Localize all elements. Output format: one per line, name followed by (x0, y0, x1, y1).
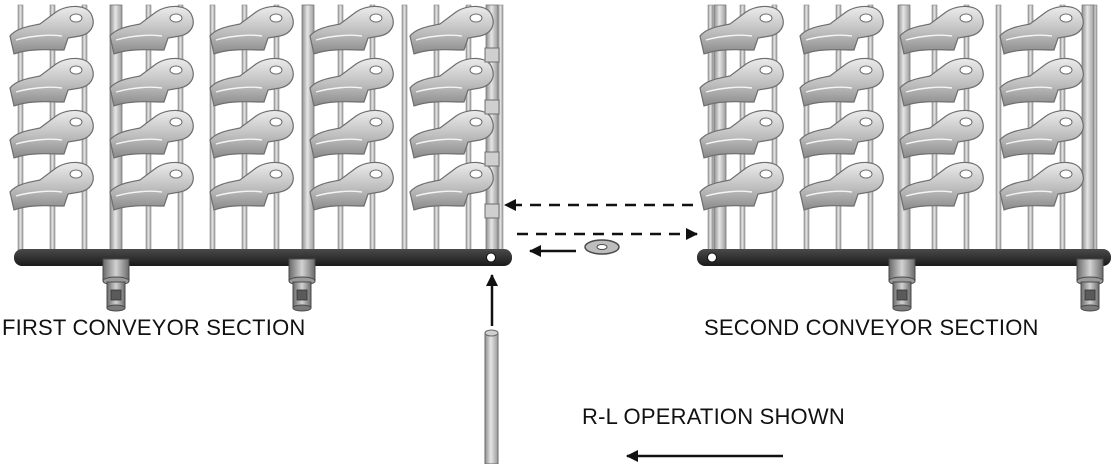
hub (288, 258, 316, 312)
hub (1076, 258, 1104, 312)
link-segment (9, 161, 94, 211)
end-cap (484, 151, 500, 167)
link-segment (209, 109, 294, 159)
link-segment (899, 5, 984, 55)
link-segment (309, 109, 394, 159)
link-segment (799, 109, 884, 159)
link-segment (109, 5, 194, 55)
link-segment (999, 109, 1084, 159)
first-section-label: FIRST CONVEYOR SECTION (2, 315, 306, 340)
link-segment (799, 161, 884, 211)
link-segment (899, 57, 984, 107)
link-segment (699, 57, 784, 107)
link-segment (799, 5, 884, 55)
bar-hole (486, 252, 496, 263)
second-section-label: SECOND CONVEYOR SECTION (704, 315, 1039, 340)
hub (888, 258, 916, 312)
first-conveyor-section (9, 4, 512, 312)
link-segment (209, 161, 294, 211)
link-segment (699, 5, 784, 55)
link-segment (799, 57, 884, 107)
link-segment (699, 161, 784, 211)
link-segment (9, 5, 94, 55)
connecting-pin (484, 329, 499, 464)
link-segment (309, 161, 394, 211)
rod (401, 4, 408, 251)
link-segment (109, 161, 194, 211)
link-segment (999, 5, 1084, 55)
upright (1081, 4, 1095, 254)
end-cap (484, 203, 500, 219)
bar-hole (707, 252, 717, 263)
link-segment (409, 161, 494, 211)
link-segment (109, 57, 194, 107)
end-cap (484, 99, 500, 115)
side-bar (14, 249, 512, 266)
second-conveyor-section (697, 4, 1111, 312)
washer (584, 239, 620, 255)
link-segment (309, 57, 394, 107)
rod (995, 4, 1002, 251)
link-segment (899, 161, 984, 211)
link-segment (209, 57, 294, 107)
link-segment (899, 109, 984, 159)
link-segment (409, 5, 494, 55)
link-segment (9, 57, 94, 107)
side-bar (697, 249, 1111, 266)
link-segment (999, 161, 1084, 211)
operation-label: R-L OPERATION SHOWN (582, 404, 845, 429)
link-segment (209, 5, 294, 55)
link-segment (9, 109, 94, 159)
link-segment (999, 57, 1084, 107)
hub (102, 258, 130, 312)
link-segment (309, 5, 394, 55)
link-segment (109, 109, 194, 159)
link-segment (699, 109, 784, 159)
link-segment (409, 57, 494, 107)
link-segment (409, 109, 494, 159)
end-cap (484, 47, 500, 63)
